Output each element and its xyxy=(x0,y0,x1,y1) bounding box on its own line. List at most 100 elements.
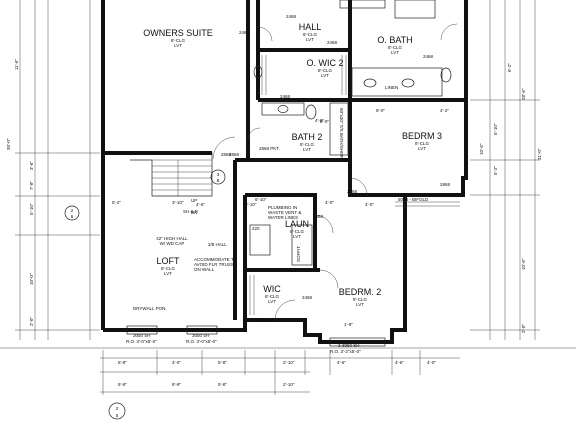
svg-text:R.O. 3'-0"x5'-0": R.O. 3'-0"x5'-0" xyxy=(126,339,157,344)
room-name-o-wic: O. WIC 2 xyxy=(306,58,343,68)
sink-icon xyxy=(363,78,377,88)
stair-opening xyxy=(130,152,213,197)
note-hall-cap: W/ WD CAP xyxy=(160,241,185,246)
svg-text:10'-6": 10'-6" xyxy=(479,143,484,155)
svg-text:10'-6": 10'-6" xyxy=(521,258,526,270)
svg-text:LVT: LVT xyxy=(321,73,329,78)
svg-text:R.O. 3'-2"x5'-0": R.O. 3'-2"x5'-0" xyxy=(330,349,361,354)
note-soffit: SOFFIT xyxy=(296,246,301,262)
door-swing xyxy=(257,26,273,42)
door-swing xyxy=(274,299,296,321)
svg-text:2'-0": 2'-0" xyxy=(29,317,34,326)
svg-text:LVT: LVT xyxy=(306,37,314,42)
svg-text:5'-8": 5'-8" xyxy=(118,382,127,387)
svg-text:8'-CLG: 8'-CLG xyxy=(353,297,368,302)
svg-text:31'-0": 31'-0" xyxy=(537,148,542,160)
svg-text:4'-0": 4'-0" xyxy=(315,118,324,123)
svg-text:30'-0": 30'-0" xyxy=(6,138,11,150)
floor-finish: LVT xyxy=(174,43,182,48)
svg-text:2868: 2868 xyxy=(221,152,232,157)
svg-text:2'-0": 2'-0" xyxy=(521,324,526,333)
svg-text:5'-8": 5'-8" xyxy=(118,360,127,365)
svg-text:4'-0": 4'-0" xyxy=(365,202,374,207)
svg-text:10'-0": 10'-0" xyxy=(29,273,34,285)
svg-text:8'-CLG: 8'-CLG xyxy=(303,32,318,37)
svg-text:4'-0": 4'-0" xyxy=(427,360,436,365)
svg-text:LVT: LVT xyxy=(293,234,301,239)
shower-top xyxy=(339,0,386,9)
svg-text:5'-2": 5'-2" xyxy=(493,166,498,175)
note-linen: LINEN xyxy=(385,85,398,90)
svg-text:ON WALL: ON WALL xyxy=(194,267,215,272)
door-swing xyxy=(314,214,334,234)
section-mark xyxy=(64,205,80,221)
wic2-shelves xyxy=(249,275,255,315)
door-swing xyxy=(212,136,236,160)
svg-text:2'-10": 2'-10" xyxy=(283,382,295,387)
svg-text:WATER LINES: WATER LINES xyxy=(268,215,298,220)
svg-text:6'-10": 6'-10" xyxy=(255,197,267,202)
svg-text:LVT: LVT xyxy=(164,271,172,276)
svg-text:5'-2": 5'-2" xyxy=(112,200,121,205)
svg-text:5'-8": 5'-8" xyxy=(218,382,227,387)
tub-bath2 xyxy=(329,102,349,156)
svg-text:2468: 2468 xyxy=(423,54,434,59)
svg-text:1'-9": 1'-9" xyxy=(344,322,353,327)
svg-text:LVT: LVT xyxy=(303,147,311,152)
svg-text:2868: 2868 xyxy=(229,152,240,157)
vanity-obath xyxy=(351,67,443,97)
svg-text:2868: 2868 xyxy=(287,192,298,197)
dimension-text: 5'-8" 4'-0" 5'-8" 2'-10" 4'-6" 4'-6" 4'-… xyxy=(6,58,542,387)
note-accommodate: ACCOMMODATE TO xyxy=(194,257,238,262)
svg-text:8'-9": 8'-9" xyxy=(172,382,181,387)
laundry-sink xyxy=(249,224,271,256)
svg-text:6'-2": 6'-2" xyxy=(507,63,512,72)
svg-text:2'-10": 2'-10" xyxy=(283,360,295,365)
section-mark xyxy=(108,402,126,420)
svg-text:LVT: LVT xyxy=(391,50,399,55)
svg-text:2: 2 xyxy=(116,406,119,411)
section-mark xyxy=(210,169,226,185)
svg-text:LVT: LVT xyxy=(356,302,364,307)
toilet-icon xyxy=(440,67,452,83)
svg-text:4'-6": 4'-6" xyxy=(395,360,404,365)
svg-text:4'-6": 4'-6" xyxy=(196,202,205,207)
svg-text:8: 8 xyxy=(217,178,220,183)
svg-text:2868 PKT.: 2868 PKT. xyxy=(259,146,280,151)
svg-text:2468: 2468 xyxy=(286,14,297,19)
note-plumbing: PLUMBING IN xyxy=(268,205,297,210)
toilet-icon xyxy=(305,104,317,120)
note-dn: DN xyxy=(191,210,198,215)
ceiling-height: 8'-CLG xyxy=(171,38,186,43)
svg-text:5: 5 xyxy=(116,413,119,418)
svg-text:3: 3 xyxy=(217,172,220,177)
sink-icon xyxy=(401,78,415,88)
door-swing xyxy=(319,269,339,289)
svg-text:5'-8": 5'-8" xyxy=(218,360,227,365)
svg-text:4'-6": 4'-6" xyxy=(337,360,346,365)
svg-text:8'-CLG: 8'-CLG xyxy=(415,141,430,146)
svg-text:5'-10": 5'-10" xyxy=(493,123,498,135)
svg-text:8'-CLG: 8'-CLG xyxy=(388,45,403,50)
room-name-owners-suite: OWNERS SUITE xyxy=(143,28,213,38)
svg-text:8'-CLG: 8'-CLG xyxy=(318,68,333,73)
doors xyxy=(212,23,458,321)
svg-text:11'-6": 11'-6" xyxy=(14,58,19,70)
svg-text:3'-10": 3'-10" xyxy=(172,200,184,205)
sink-icon xyxy=(277,105,289,113)
svg-text:8'-0": 8'-0" xyxy=(376,108,385,113)
door-tags: 2868 2468 2468 2468 2468 2468 2868 2868 … xyxy=(208,14,451,323)
window xyxy=(126,325,158,335)
wall-bed3-bottom xyxy=(348,160,405,197)
svg-text:8'-0": 8'-0" xyxy=(320,119,329,124)
svg-text:LVT: LVT xyxy=(418,146,426,151)
svg-text:5'-10": 5'-10" xyxy=(29,203,34,215)
svg-text:3050 SH: 3050 SH xyxy=(192,333,210,338)
svg-text:2468: 2468 xyxy=(280,94,291,99)
note-shelf-pole: SH & P. xyxy=(183,209,198,214)
dimension-lines xyxy=(0,0,576,395)
room-name-laun: LAUN xyxy=(285,219,309,229)
room-name-bedrm2: BEDRM. 2 xyxy=(339,287,382,297)
svg-text:2468: 2468 xyxy=(327,40,338,45)
